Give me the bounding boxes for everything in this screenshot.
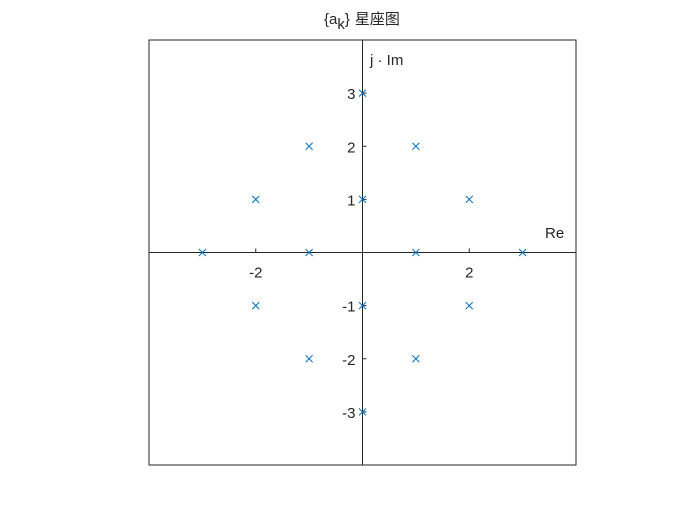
chart-title: {ak} 星座图 (324, 10, 400, 33)
ticks-layer: -2 2 3 2 1 -1 -2 -3 (249, 86, 473, 422)
y-tick-label: 3 (347, 86, 355, 103)
point-marker-stroke (251, 301, 260, 310)
y-axis-label: j · Im (369, 52, 403, 69)
y-tick-label: 1 (347, 192, 355, 209)
title-suffix: } (345, 11, 350, 28)
point-marker-stroke (465, 195, 474, 204)
constellation-point (412, 142, 420, 151)
y-tick-label: -2 (342, 352, 355, 369)
constellation-point (305, 248, 313, 257)
y-tick-label: 2 (347, 139, 355, 156)
constellation-point (305, 354, 313, 363)
point-marker-stroke (358, 89, 367, 97)
x-tick-label: 2 (465, 265, 473, 282)
constellation-point (412, 354, 420, 363)
point-marker-stroke (412, 142, 420, 151)
title-cjk-text: 星座图 (355, 10, 400, 28)
title-prefix: {a (324, 11, 338, 28)
point-marker-stroke (251, 195, 260, 204)
x-axis-label: Re (545, 225, 564, 242)
point-marker-stroke (305, 142, 313, 151)
axes-layer (149, 40, 576, 465)
constellation-point (465, 195, 474, 204)
constellation-point (518, 248, 527, 257)
constellation-point (465, 301, 474, 310)
constellation-point (358, 408, 367, 416)
constellation-point (251, 195, 260, 204)
constellation-point (358, 301, 367, 310)
y-tick-label: -3 (342, 405, 355, 422)
point-marker-stroke (412, 354, 420, 363)
point-marker-stroke (465, 301, 474, 310)
point-marker-stroke (198, 248, 207, 257)
constellation-point (251, 301, 260, 310)
markers-layer (198, 89, 527, 416)
point-marker-stroke (305, 248, 313, 257)
constellation-point (412, 248, 420, 257)
constellation-point (358, 89, 367, 97)
point-marker-stroke (358, 408, 367, 416)
constellation-point (305, 142, 313, 151)
point-marker-stroke (358, 195, 367, 204)
point-marker-stroke (305, 354, 313, 363)
y-tick-label: -1 (342, 299, 355, 316)
constellation-point (198, 248, 207, 257)
point-marker-stroke (358, 301, 367, 310)
point-marker-stroke (412, 248, 420, 257)
title-subscript: k (337, 16, 345, 33)
point-marker-stroke (518, 248, 527, 257)
x-tick-label: -2 (249, 265, 262, 282)
constellation-point (358, 195, 367, 204)
